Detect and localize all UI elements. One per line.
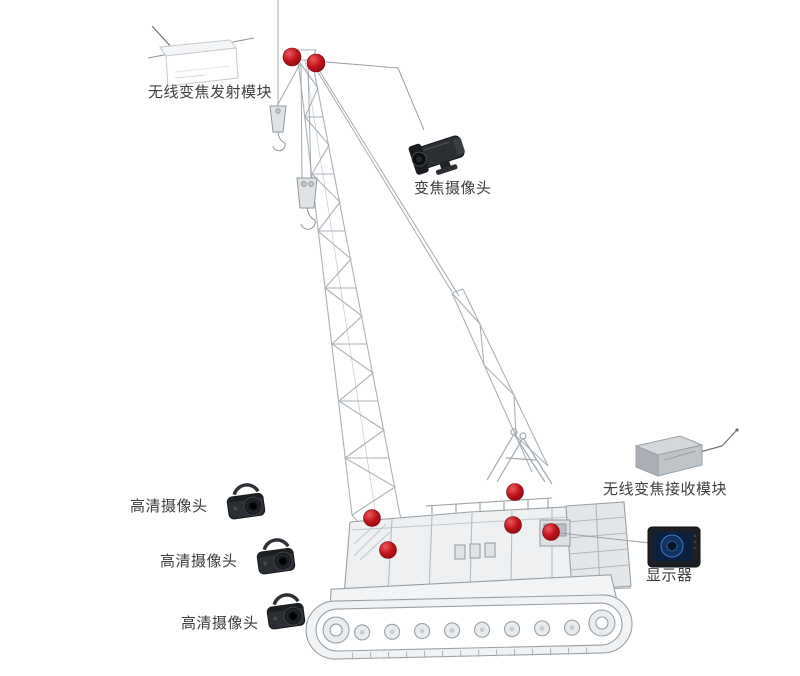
wireless-transmitter-module-icon [147,25,255,87]
hd-camera-icon-1 [223,480,269,522]
marker-body-right [542,523,560,541]
wireless-receiver-module-icon [634,428,739,477]
label-hd-camera-2: 高清摄像头 [160,553,238,570]
label-transmitter: 无线变焦发射模块 [148,84,273,101]
label-hd-camera-1: 高清摄像头 [130,498,208,515]
marker-boom-tip-2 [306,53,326,73]
marker-body-left-lower [379,541,397,559]
marker-body-center [504,516,522,534]
monitor-icon [647,526,701,568]
crawler-crane-illustration [269,0,633,660]
zoom-camera-icon [408,135,465,175]
label-monitor: 显示器 [646,567,693,584]
hd-camera-icon-2 [253,535,299,577]
label-zoom-camera: 变焦摄像头 [414,180,492,197]
hd-camera-icon-3 [263,590,309,632]
marker-body-left-upper [363,509,381,527]
marker-gantry [506,483,524,501]
label-receiver: 无线变焦接收模块 [603,481,728,498]
red-dot-markers [282,47,560,559]
connector-monitor [559,532,651,544]
connector-lines [325,61,651,544]
marker-boom-tip-1 [282,47,302,67]
label-hd-camera-3: 高清摄像头 [181,615,259,632]
connector-zoom-camera [325,61,425,131]
